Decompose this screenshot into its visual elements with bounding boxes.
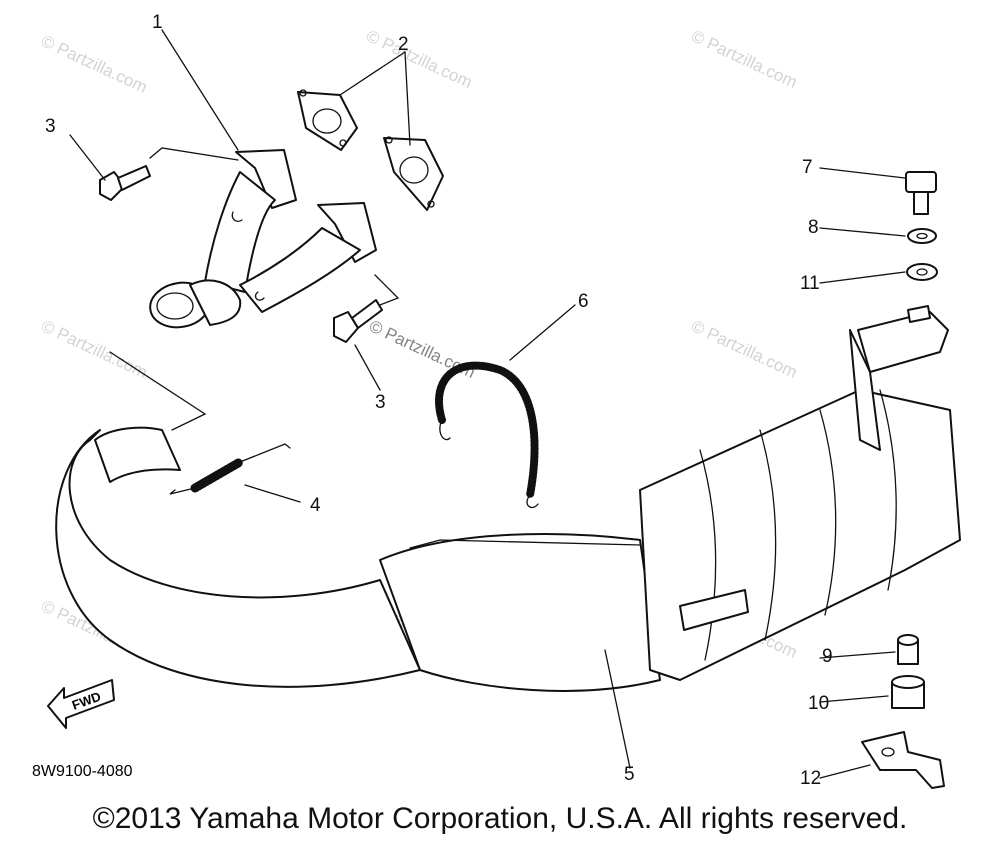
watermark: © Partzilla.com [688,26,800,92]
watermark: © Partzilla.com [38,31,150,97]
exhaust-pipe-muffler [55,305,961,692]
bolt-upper [99,165,151,201]
watermark: © Partzilla.com [38,316,150,382]
spring-small [169,443,291,495]
washer-11 [906,263,938,281]
diagram-code: 8W9100-4080 [32,763,133,780]
callout-2: 2 [398,34,409,55]
callout-6: 6 [578,291,589,312]
copyright-notice: ©2013 Yamaha Motor Corporation, U.S.A. A… [92,802,908,835]
callout-4: 4 [310,495,321,516]
callout-10: 10 [808,693,829,714]
watermark: © Partzilla.com [688,316,800,382]
bolt-lower [333,299,383,343]
fwd-arrow-icon: FWD [47,679,115,729]
watermark: © Partzilla.com [363,26,475,92]
leader-lines [69,29,906,779]
spring-long [435,361,539,509]
muffler-bolt [905,171,937,215]
watermark: © Partzilla.com [366,316,478,382]
callout-9: 9 [822,646,833,667]
callout-1: 1 [152,12,163,33]
callout-11: 11 [800,273,820,294]
callout-5: 5 [624,764,635,785]
bushing-10 [891,675,925,709]
bushing-9 [897,634,919,665]
bracket-12 [861,731,945,789]
callouts: 1 2 3 3 4 5 6 7 8 9 10 11 12 [45,12,833,789]
exhaust-manifold [149,149,377,329]
callout-7: 7 [802,157,813,178]
callout-3-lower: 3 [375,392,386,413]
callout-3-upper: 3 [45,116,56,137]
gasket-lower [383,136,444,211]
callout-8: 8 [808,217,819,238]
callout-12: 12 [800,768,821,789]
washer-8 [907,228,937,244]
gasket-upper [297,89,358,151]
